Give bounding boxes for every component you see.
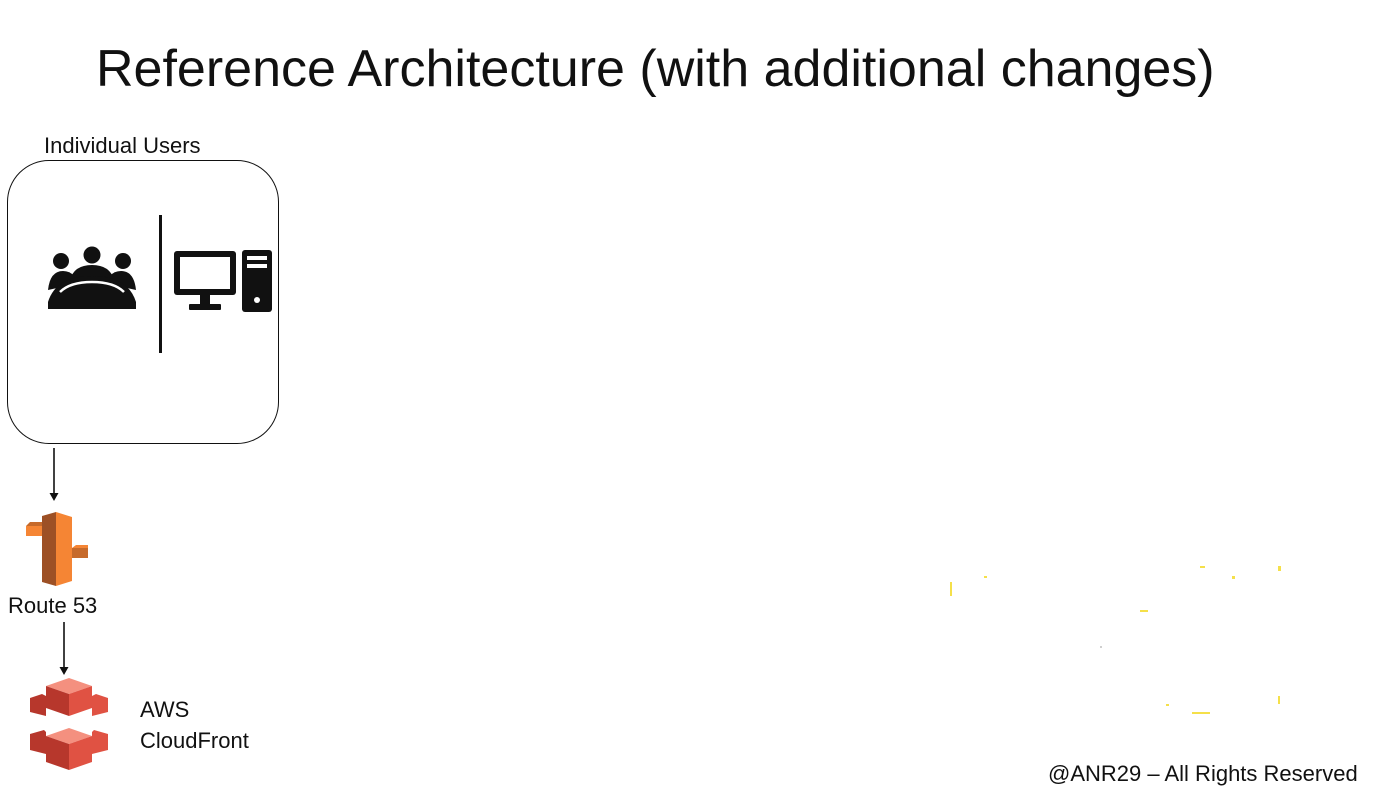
route53-label: Route 53 xyxy=(8,593,98,618)
people-icon xyxy=(48,246,136,309)
route53-icon xyxy=(26,512,88,586)
cloudfront-label-line2: CloudFront xyxy=(140,728,249,753)
cloudfront-icon xyxy=(30,678,108,770)
decorative-speckles xyxy=(950,566,1281,714)
desktop-computer-icon xyxy=(174,250,272,312)
copyright-footer: @ANR29 – All Rights Reserved xyxy=(1048,761,1358,786)
arrow-route53-to-cloudfront xyxy=(59,622,69,675)
diagram-title: Reference Architecture (with additional … xyxy=(96,40,1215,98)
users-divider xyxy=(159,215,162,353)
individual-users-box xyxy=(7,160,279,444)
arrow-users-to-route53 xyxy=(49,448,59,501)
individual-users-label: Individual Users xyxy=(44,133,201,158)
cloudfront-label: AWS CloudFront xyxy=(140,694,249,756)
cloudfront-label-line1: AWS xyxy=(140,697,190,722)
